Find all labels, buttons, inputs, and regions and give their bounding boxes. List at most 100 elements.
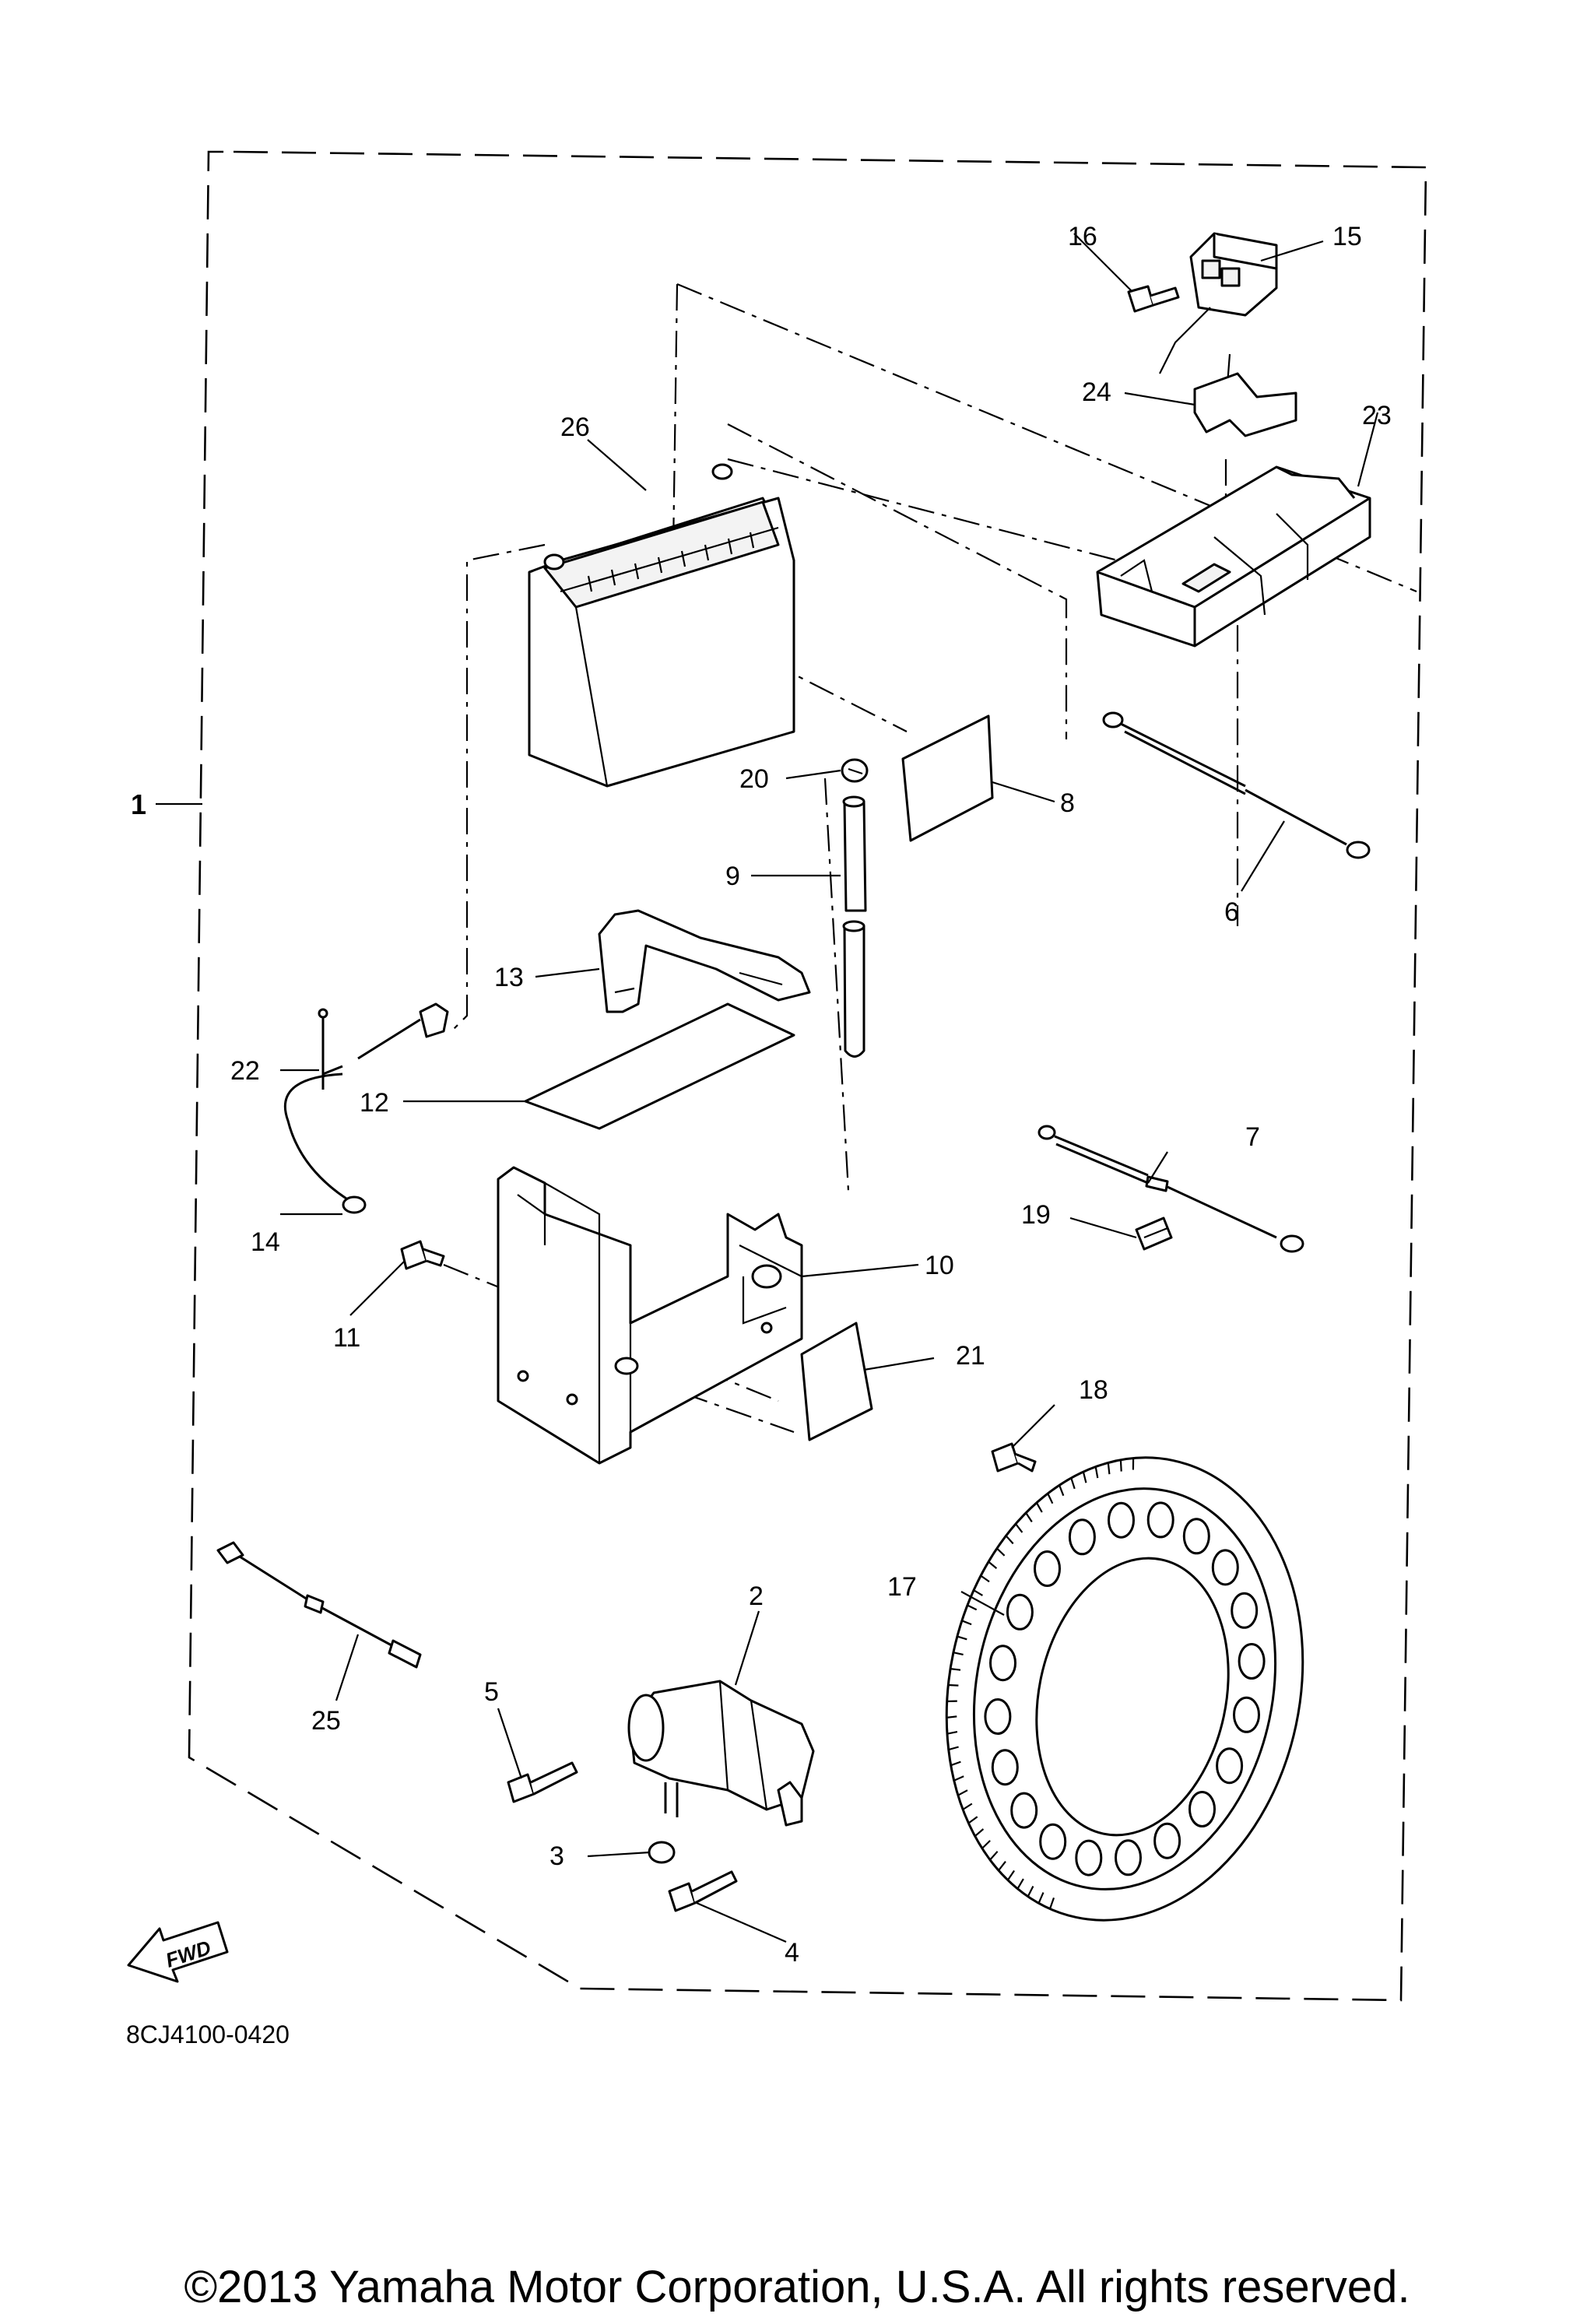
gear-tooth: [1107, 1462, 1111, 1475]
breather-hose-part: [842, 795, 867, 1058]
gear-tooth: [1025, 1512, 1033, 1523]
gear-tooth: [1047, 1493, 1054, 1504]
callout-22: 22: [230, 1056, 260, 1086]
callout-14: 14: [251, 1227, 280, 1257]
flywheel-hole: [1075, 1839, 1103, 1876]
callout-7: 7: [1245, 1122, 1260, 1152]
flywheel-hole: [1216, 1747, 1244, 1785]
flywheel-hole: [1231, 1592, 1259, 1629]
gear-tooth: [957, 1789, 968, 1796]
copyright-notice: ©2013 Yamaha Motor Corporation, U.S.A. A…: [184, 2262, 1410, 2312]
sheet-12-part: [524, 1002, 795, 1130]
assembly-boundary: [188, 150, 1427, 2002]
gear-tooth: [948, 1683, 959, 1687]
pad-8-part: [901, 714, 994, 842]
callout-10: 10: [925, 1251, 954, 1280]
gear-tooth: [950, 1668, 961, 1671]
gear-tooth: [988, 1560, 998, 1569]
gear-tooth: [946, 1715, 957, 1718]
gear-tooth: [967, 1604, 978, 1611]
callout-4: 4: [785, 1938, 799, 1968]
flywheel-bolt-holes: [946, 1458, 1266, 1909]
flywheel-hole: [1115, 1839, 1142, 1876]
flywheel-hole: [1034, 1550, 1061, 1587]
battery-part: [528, 463, 795, 788]
gear-tooth: [1094, 1466, 1099, 1479]
callout-3: 3: [549, 1841, 564, 1871]
flywheel-hole: [1108, 1501, 1135, 1539]
gear-tooth: [957, 1635, 967, 1641]
gear-tooth: [998, 1861, 1006, 1871]
flywheel-hole: [1238, 1643, 1266, 1680]
lead-wire-14-part: [283, 1002, 449, 1214]
starter-relay-part: [1159, 232, 1278, 374]
bolt-11-part: [400, 1240, 445, 1270]
callout-19: 19: [1021, 1200, 1051, 1230]
gear-tooth: [980, 1574, 990, 1583]
bolt-5-part: [507, 1761, 578, 1803]
gear-tooth: [967, 1816, 978, 1824]
lead-wire-25-part: [216, 1541, 422, 1669]
damper-21-part: [800, 1322, 873, 1441]
gear-tooth: [953, 1652, 964, 1655]
gear-tooth: [961, 1620, 972, 1626]
callout-labels: 1 2 3 4 5 6 7 8 9 10 11 12 13 14 15 16 1…: [131, 222, 1392, 1968]
callout-12: 12: [360, 1088, 389, 1118]
callout-1: 1: [131, 788, 146, 820]
callout-20: 20: [739, 764, 769, 794]
gear-tooth: [1070, 1477, 1076, 1490]
leader-lines: [156, 233, 1379, 1943]
flywheel-hole: [1188, 1791, 1216, 1827]
starter-motor-part: [627, 1680, 815, 1827]
callout-16: 16: [1068, 222, 1097, 251]
callout-23: 23: [1362, 401, 1392, 430]
gear-tooth: [948, 1746, 959, 1751]
flywheel-hole: [1006, 1593, 1034, 1631]
flywheel-hole: [984, 1698, 1012, 1735]
flywheel-hole: [1146, 1501, 1174, 1539]
bolt-18-part: [991, 1442, 1037, 1473]
relay-bracket-part: [1193, 372, 1297, 437]
callout-21: 21: [956, 1341, 985, 1371]
flywheel-hole: [1068, 1518, 1096, 1556]
gear-tooth: [953, 1775, 964, 1782]
gear-tooth: [950, 1761, 961, 1767]
clamp-20-part: [841, 758, 869, 783]
callout-26: 26: [560, 412, 590, 442]
callout-9: 9: [725, 862, 740, 891]
cable-7-part: [1038, 1125, 1304, 1253]
callout-13: 13: [494, 963, 524, 992]
callout-5: 5: [484, 1677, 499, 1707]
battery-cover-part: [1096, 465, 1371, 648]
clamp-19-part: [1135, 1216, 1173, 1251]
gear-tooth: [1027, 1886, 1034, 1897]
callout-24: 24: [1082, 377, 1111, 407]
gear-tooth: [1016, 1878, 1024, 1890]
battery-case-part: [497, 1166, 803, 1465]
flywheel-hole: [989, 1645, 1016, 1682]
cable-6-part: [1102, 711, 1371, 859]
callout-18: 18: [1079, 1375, 1108, 1405]
bolt-4-part: [668, 1870, 738, 1912]
fwd-arrow-icon: FWD: [127, 1921, 229, 1983]
flywheel-hole: [1182, 1518, 1210, 1555]
flywheel-hole: [1211, 1549, 1239, 1586]
gear-tooth: [962, 1803, 973, 1810]
diagram-code: 8CJ4100-0420: [126, 2020, 290, 2048]
gear-tooth: [1005, 1535, 1014, 1545]
gear-tooth: [1119, 1459, 1122, 1472]
flywheel-ring-part: [945, 1456, 1304, 1922]
flywheel-hole: [1233, 1696, 1260, 1733]
screw-16-part: [1127, 285, 1180, 313]
flywheel-hole: [1010, 1792, 1038, 1829]
callout-8: 8: [1060, 788, 1075, 818]
callout-11: 11: [333, 1323, 360, 1353]
gear-tooth: [974, 1828, 985, 1838]
gear-tooth: [1015, 1523, 1023, 1533]
flywheel-hole: [991, 1749, 1019, 1786]
callout-6: 6: [1224, 897, 1239, 927]
callout-15: 15: [1332, 222, 1362, 251]
gear-tooth: [1038, 1892, 1045, 1904]
gear-tooth: [946, 1731, 958, 1735]
